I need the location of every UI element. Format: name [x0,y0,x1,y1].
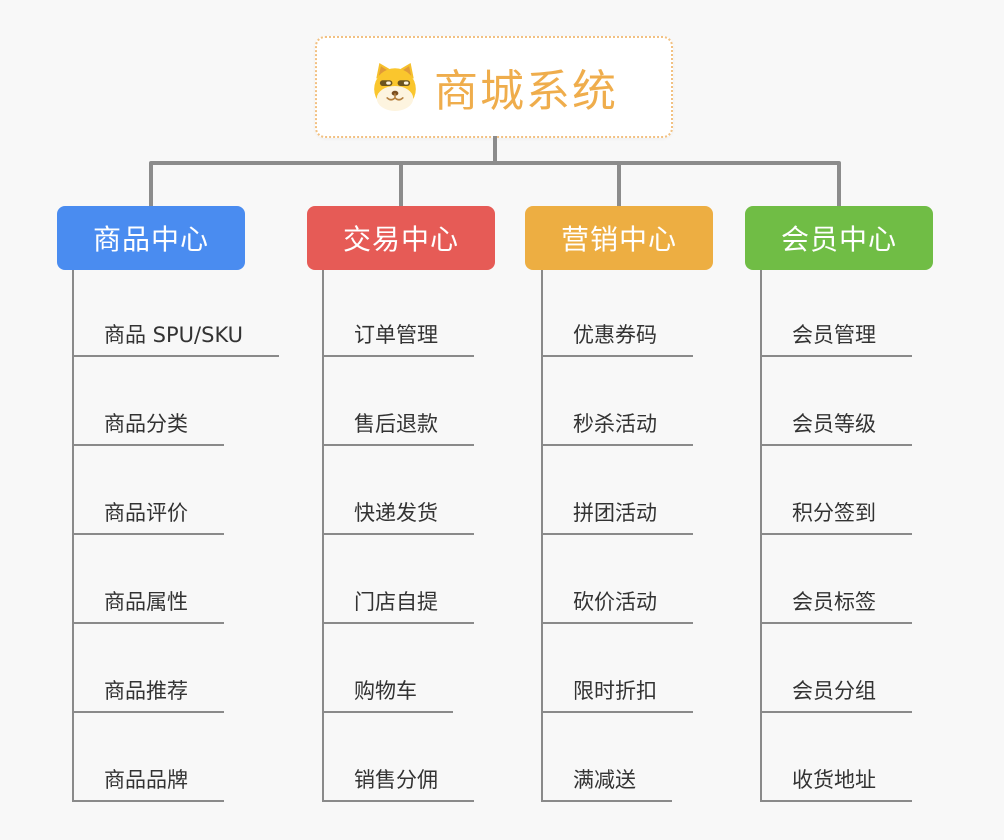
leaf-node[interactable]: 售后退款 [322,409,474,446]
leaf-node[interactable]: 购物车 [322,676,453,713]
leaf-node[interactable]: 砍价活动 [541,587,693,624]
leaf-node[interactable]: 会员管理 [760,320,912,357]
connector-root-stub [493,136,497,163]
branch-node-marketing[interactable]: 营销中心 [525,206,713,270]
leaf-node[interactable]: 拼团活动 [541,498,693,535]
leaf-node[interactable]: 商品推荐 [72,676,224,713]
leaf-node[interactable]: 商品评价 [72,498,224,535]
leaf-node[interactable]: 秒杀活动 [541,409,693,446]
leaf-node[interactable]: 收货地址 [760,765,912,802]
leaf-node[interactable]: 商品 SPU/SKU [72,320,280,357]
root-node[interactable]: 商城系统 [315,36,673,138]
leaf-node[interactable]: 会员标签 [760,587,912,624]
connector-trunk-3 [541,270,543,802]
branch-node-product[interactable]: 商品中心 [57,206,245,270]
leaf-node[interactable]: 快递发货 [322,498,474,535]
leaf-node[interactable]: 销售分佣 [322,765,474,802]
connector-trunk-1 [72,270,74,802]
leaf-node[interactable]: 订单管理 [322,320,474,357]
branch-node-member[interactable]: 会员中心 [745,206,933,270]
connector-drop-4 [837,163,841,207]
connector-trunk-4 [760,270,762,802]
connector-horizontal-bar [149,161,841,165]
root-title: 商城系统 [434,66,618,117]
connector-trunk-2 [322,270,324,802]
connector-drop-3 [617,163,621,207]
connector-drop-1 [149,163,153,207]
leaf-node[interactable]: 会员等级 [760,409,912,446]
leaf-node[interactable]: 限时折扣 [541,676,693,713]
leaf-node[interactable]: 门店自提 [322,587,474,624]
connector-drop-2 [399,163,403,207]
leaf-node[interactable]: 商品品牌 [72,765,224,802]
leaf-node[interactable]: 商品分类 [72,409,224,446]
branch-node-trade[interactable]: 交易中心 [307,206,495,270]
leaf-node[interactable]: 商品属性 [72,587,224,624]
doge-icon [374,63,416,111]
leaf-node[interactable]: 满减送 [541,765,672,802]
leaf-node[interactable]: 积分签到 [760,498,912,535]
leaf-node[interactable]: 会员分组 [760,676,912,713]
leaf-node[interactable]: 优惠券码 [541,320,693,357]
